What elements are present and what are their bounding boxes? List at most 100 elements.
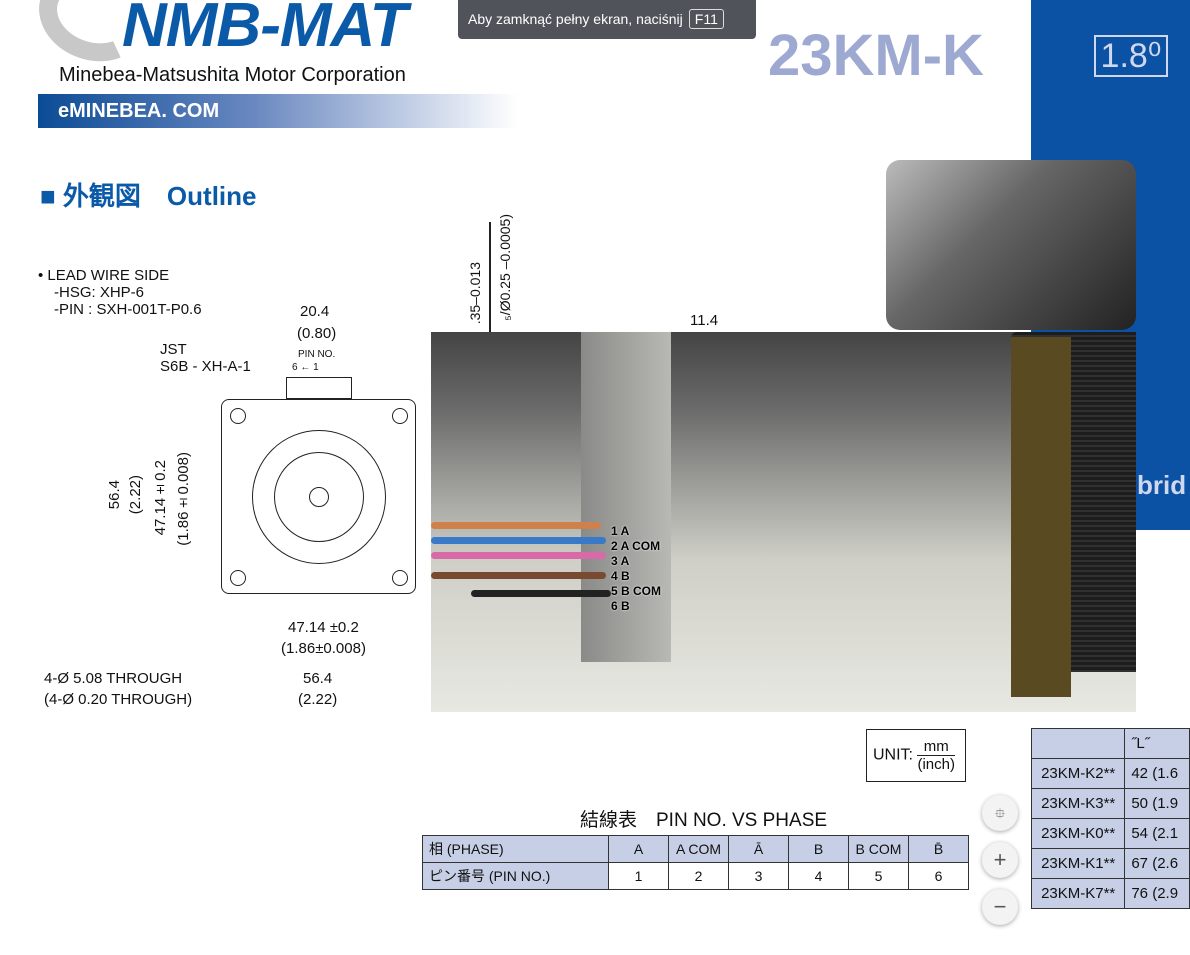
- site-name: eMINEBEA. COM: [58, 100, 220, 122]
- table-row: 23KM-K7**76 (2.9: [1030, 878, 1190, 909]
- dim-text: ₅/Ø0.25 –0.0005): [497, 214, 513, 321]
- table-cell: ピン番号 (PIN NO.): [422, 862, 609, 890]
- dim-line: [489, 222, 491, 332]
- dim-text: (2.22): [127, 475, 144, 515]
- motor-photo-overlay: 1 A 2 A COM 3 A 4 B 5 B COM 6 B: [431, 332, 1136, 712]
- boss-inner: [274, 452, 364, 542]
- table-cell: ˝L˝: [1124, 728, 1190, 759]
- connector-line: S6B - XH-A-1: [160, 358, 251, 375]
- table-cell: B: [788, 835, 849, 863]
- table-cell: Ā: [728, 835, 789, 863]
- table-cell: 23KM-K3**: [1030, 788, 1126, 819]
- pin-labels: 1 A 2 A COM 3 A 4 B 5 B COM 6 B: [611, 524, 661, 614]
- dim-text: PIN NO.: [298, 349, 336, 360]
- table-cell: 1: [608, 862, 669, 890]
- motor-image: [886, 160, 1136, 330]
- table-cell: 4: [788, 862, 849, 890]
- boss-circle: [252, 430, 386, 564]
- table-cell: 相 (PHASE): [422, 835, 609, 863]
- hole: [392, 570, 408, 586]
- dim-text: (4-Ø 0.20 THROUGH): [44, 691, 193, 708]
- unit-box: UNIT: mm (inch): [866, 729, 966, 782]
- pin-table-title: 結線表 PIN NO. VS PHASE: [580, 810, 828, 831]
- wire-blue: [431, 537, 606, 544]
- table-cell: A COM: [668, 835, 729, 863]
- table-cell: 54 (2.1: [1124, 818, 1190, 849]
- table-cell: 23KM-K7**: [1030, 878, 1126, 909]
- motor-outline: [221, 399, 416, 594]
- connector-label: JST S6B - XH-A-1: [160, 341, 251, 375]
- wire-orange: [431, 522, 601, 529]
- site-banner: eMINEBEA. COM: [38, 94, 518, 128]
- dim-text: 6 ← 1: [292, 362, 319, 373]
- pin-label: 1 A: [611, 524, 630, 538]
- dim-text: (2.22): [298, 691, 338, 708]
- table-cell: 3: [728, 862, 789, 890]
- fullscreen-toast: Aby zamknąć pełny ekran, naciśnij F11: [458, 0, 756, 39]
- table-row: 23KM-K2**42 (1.6: [1030, 758, 1190, 789]
- dim-text: 56.4: [106, 480, 123, 510]
- unit-inch: (inch): [917, 756, 955, 773]
- dim-text: 20.4: [300, 303, 330, 320]
- zoom-out-button[interactable]: −: [982, 889, 1018, 925]
- hole: [392, 408, 408, 424]
- table-cell: B̄: [908, 835, 969, 863]
- unit-label: UNIT:: [873, 746, 913, 764]
- wire-black: [471, 590, 611, 597]
- dim-text: 11.4: [690, 312, 719, 329]
- connector-line: JST: [160, 341, 187, 358]
- table-cell: 50 (1.9: [1124, 788, 1190, 819]
- unit-mm: mm: [917, 738, 955, 756]
- pin-label: 6 B: [611, 599, 630, 613]
- fit-screen-button[interactable]: ⯐: [982, 795, 1018, 831]
- dim-text: (1.86±0.008): [175, 452, 192, 546]
- dim-text: .35–0.013: [467, 262, 483, 325]
- logo: NMB-MAT: [122, 0, 408, 60]
- hybrid-label: brid: [1137, 470, 1187, 500]
- dim-text: (1.86±0.008): [281, 640, 366, 657]
- lead-wire-line: -PIN : SXH-001T-P0.6: [54, 301, 202, 318]
- table-cell: [1030, 728, 1126, 759]
- table-cell: A: [608, 835, 669, 863]
- dim-text: 47.14±0.2: [152, 460, 169, 536]
- table-cell: 76 (2.9: [1124, 878, 1190, 909]
- pin-label: 2 A COM: [611, 539, 661, 553]
- pin-label: 5 B COM: [611, 584, 662, 598]
- dim-text: 4-Ø 5.08 THROUGH: [44, 670, 183, 687]
- wire-pink: [431, 552, 606, 559]
- table-cell: 67 (2.6: [1124, 848, 1190, 879]
- f11-key: F11: [688, 9, 724, 29]
- toast-text: Aby zamknąć pełny ekran, naciśnij: [468, 11, 683, 27]
- table-cell: 23KM-K0**: [1030, 818, 1126, 849]
- hole: [230, 408, 246, 424]
- motor-flange: [1011, 337, 1071, 697]
- table-cell: B COM: [848, 835, 909, 863]
- pin-label: 4 B: [611, 569, 630, 583]
- table-cell: 23KM-K2**: [1030, 758, 1126, 789]
- shaft-circle: [309, 487, 329, 507]
- zoom-in-button[interactable]: +: [982, 842, 1018, 878]
- motor-endcap: [581, 332, 671, 662]
- model-title: 23KM-K: [768, 23, 984, 88]
- pin-label: 3 A: [611, 554, 630, 568]
- lead-wire-info: • LEAD WIRE SIDE -HSG: XHP-6 -PIN : SXH-…: [38, 267, 202, 318]
- connector-shape: [286, 377, 352, 399]
- lead-wire-line: -HSG: XHP-6: [54, 284, 145, 301]
- dim-text: 56.4: [303, 670, 333, 687]
- table-cell: 42 (1.6: [1124, 758, 1190, 789]
- dim-text: (0.80): [297, 325, 337, 342]
- wire-brown: [431, 572, 606, 579]
- step-angle: 1.8⁰: [1094, 35, 1168, 77]
- model-length-table: ˝L˝ 23KM-K2**42 (1.6 23KM-K3**50 (1.9 23…: [1030, 728, 1190, 909]
- table-row: ˝L˝: [1030, 728, 1190, 759]
- table-row: 23KM-K3**50 (1.9: [1030, 788, 1190, 819]
- corporation-name: Minebea-Matsushita Motor Corporation: [59, 64, 406, 86]
- table-cell: 5: [848, 862, 909, 890]
- section-title: ■ 外観図 Outline: [40, 181, 257, 211]
- table-cell: 23KM-K1**: [1030, 848, 1126, 879]
- hole: [230, 570, 246, 586]
- table-cell: 6: [908, 862, 969, 890]
